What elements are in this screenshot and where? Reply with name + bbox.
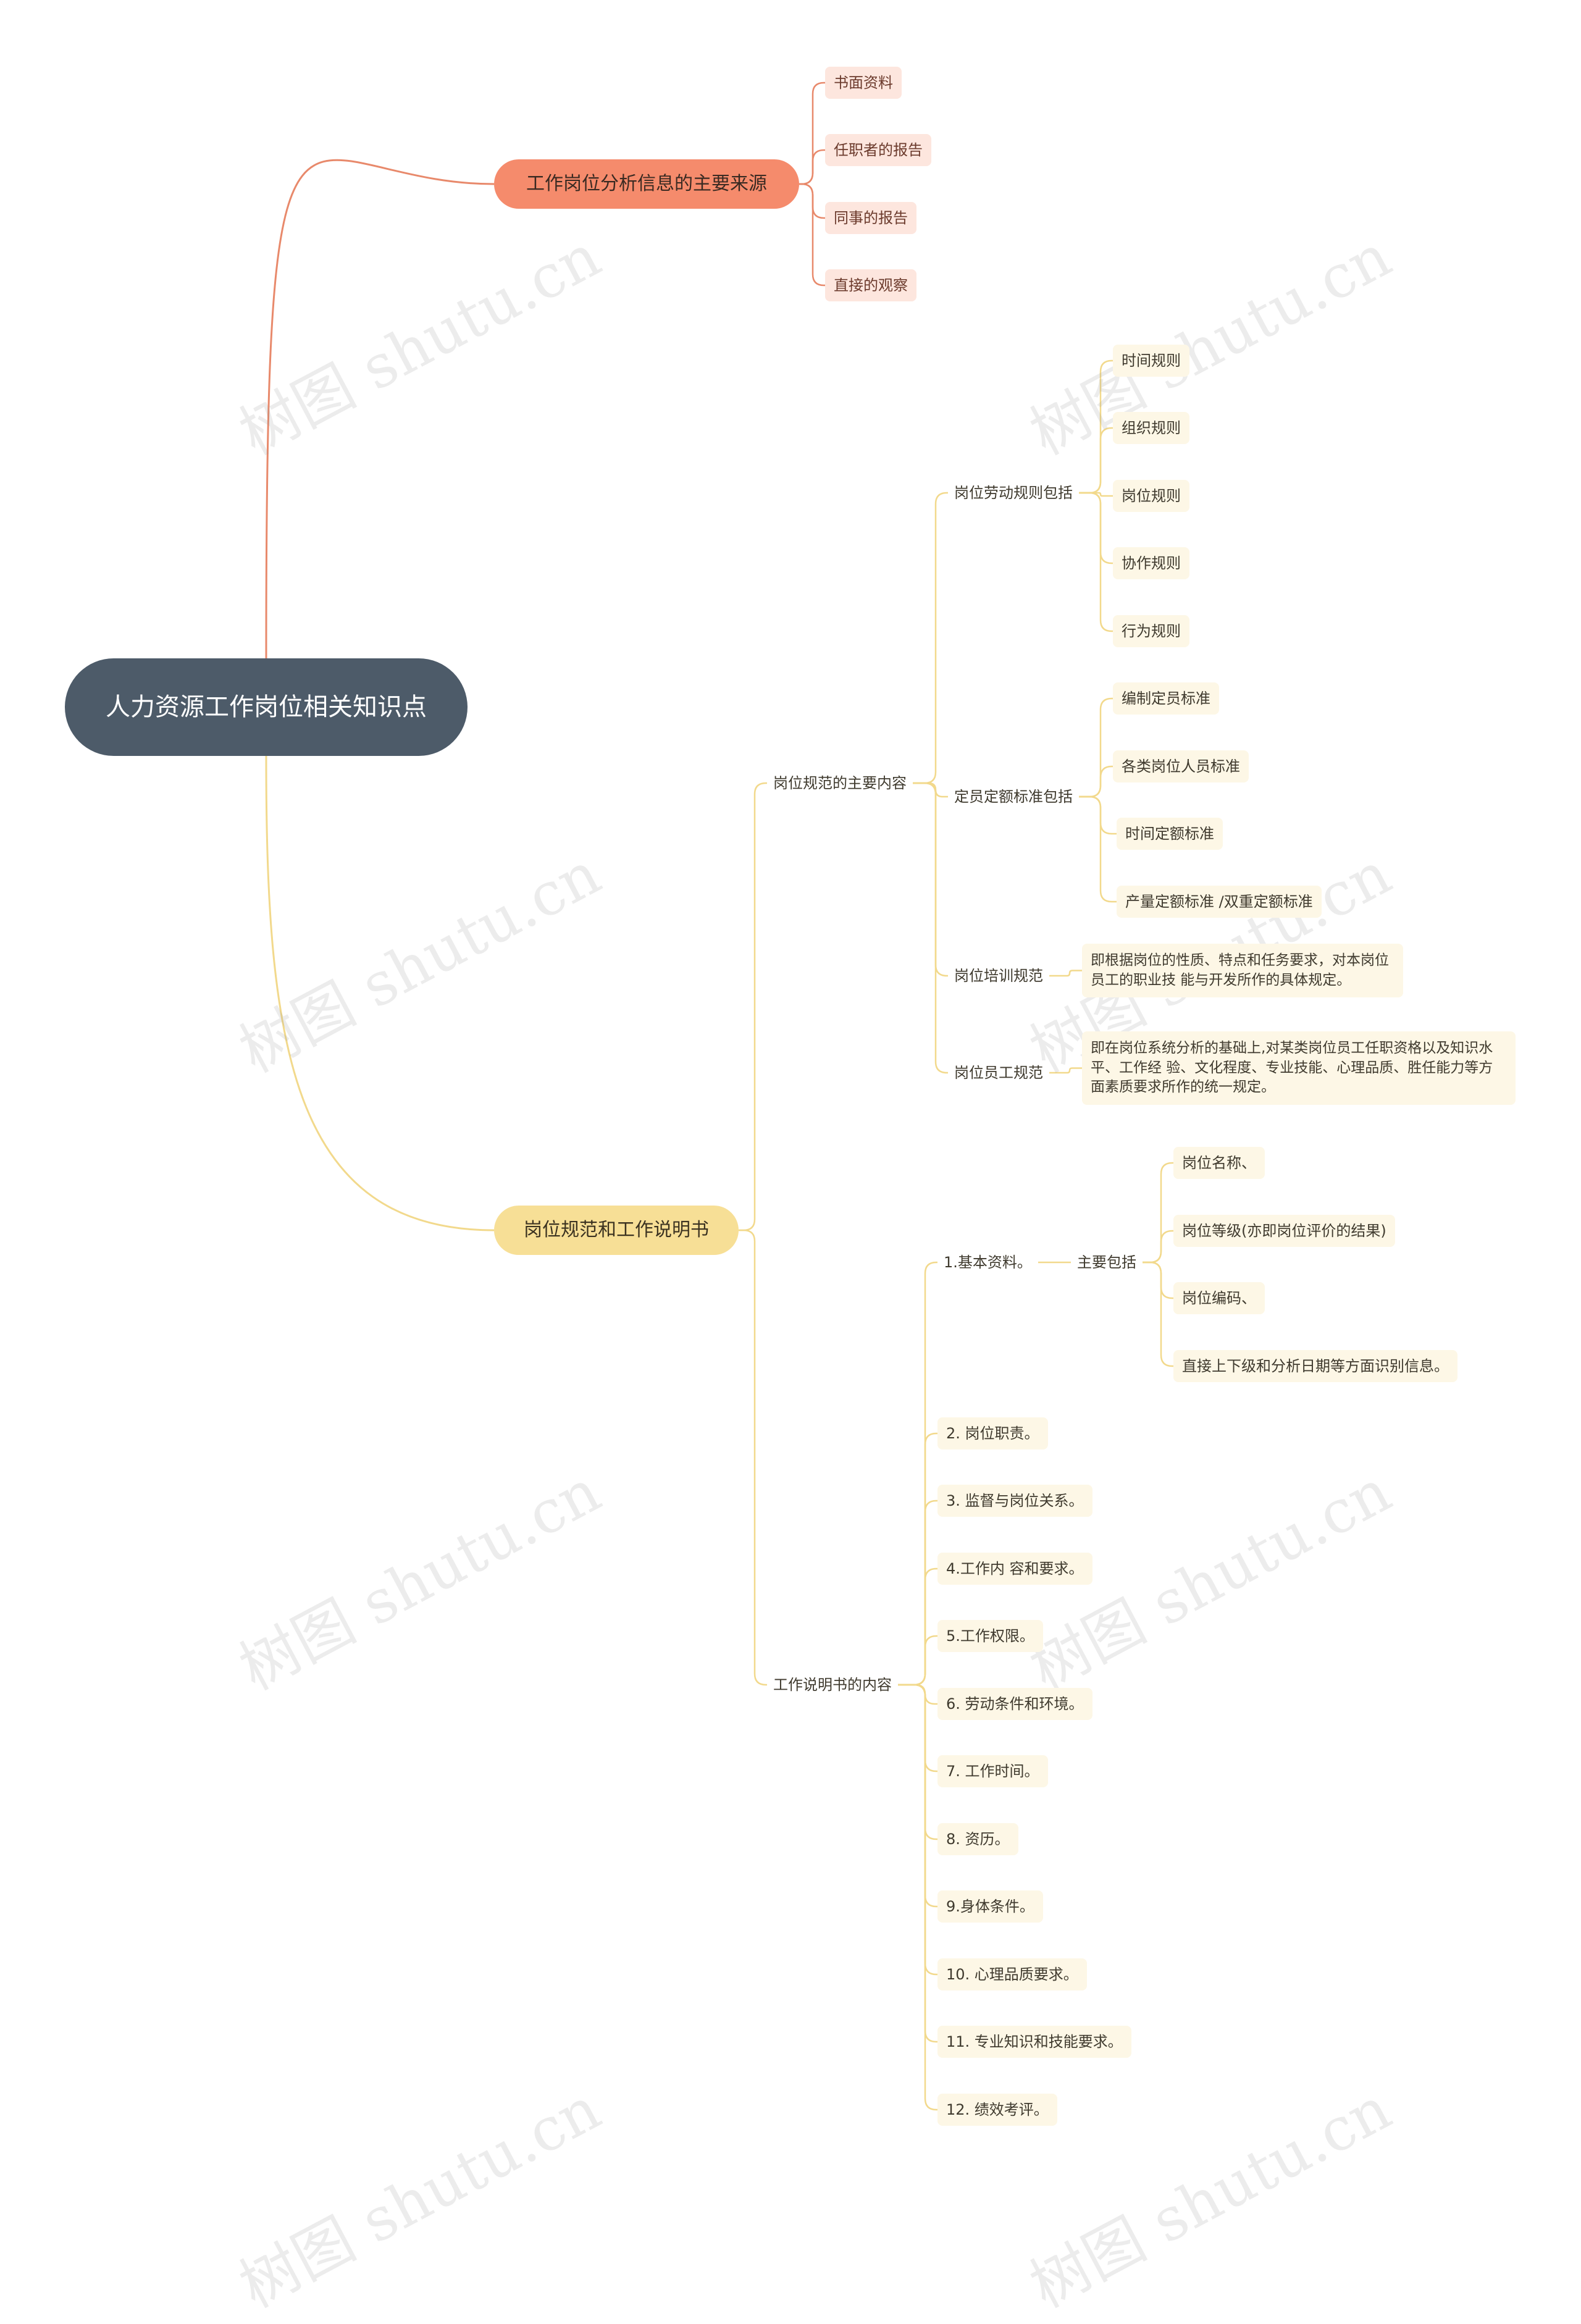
node-labor-rules[interactable]: 岗位劳动规则包括: [948, 480, 1079, 505]
connector-line: [1079, 795, 1117, 903]
root-node[interactable]: 人力资源工作岗位相关知识点: [65, 658, 468, 756]
node-jd-content[interactable]: 工作说明书的内容: [767, 1672, 898, 1697]
node-basic-info[interactable]: 1.基本资料。: [937, 1250, 1038, 1275]
connector-line: [898, 1261, 937, 1686]
leaf-jd-item[interactable]: 9.身体条件。: [937, 1890, 1043, 1923]
leaf-post-grade[interactable]: 岗位等级(亦即岗位评价的结果): [1173, 1215, 1395, 1247]
leaf-coop-rules[interactable]: 协作规则: [1113, 547, 1189, 579]
connector-line: [1143, 1162, 1173, 1264]
connector-line: [1143, 1230, 1173, 1264]
leaf-identification-info[interactable]: 直接上下级和分析日期等方面识别信息。: [1173, 1350, 1457, 1382]
connector-line: [898, 1500, 937, 1686]
connector-line: [898, 1684, 937, 2043]
connector-line: [1079, 492, 1113, 497]
connector-line: [913, 782, 948, 1074]
connector-line: [1079, 795, 1117, 835]
connector-line: [898, 1567, 937, 1686]
connector-line: [1079, 697, 1113, 798]
leaf-jd-item[interactable]: 4.工作内 容和要求。: [937, 1553, 1092, 1585]
leaf-jd-item[interactable]: 11. 专业知识和技能要求。: [937, 2026, 1131, 2058]
leaf-time-quota[interactable]: 时间定额标准: [1117, 818, 1223, 850]
leaf-jd-item[interactable]: 3. 监督与岗位关系。: [937, 1485, 1092, 1517]
connector-line: [1143, 1261, 1173, 1367]
connector-line: [799, 183, 825, 287]
connector-line: [898, 1684, 937, 1976]
leaf-jd-item[interactable]: 6. 劳动条件和环境。: [937, 1688, 1092, 1720]
connector-line: [799, 149, 825, 185]
leaf-colleague-report[interactable]: 同事的报告: [825, 202, 916, 234]
node-spec-main-content[interactable]: 岗位规范的主要内容: [767, 771, 913, 795]
leaf-jd-item[interactable]: 12. 绩效考评。: [937, 2094, 1057, 2126]
leaf-personnel-standard[interactable]: 各类岗位人员标准: [1113, 750, 1249, 782]
branch-info-sources[interactable]: 工作岗位分析信息的主要来源: [494, 159, 799, 209]
connector-line: [898, 1684, 937, 1908]
connector-line: [898, 1432, 937, 1686]
mindmap-canvas: 树图 shutu.cn 树图 shutu.cn 树图 shutu.cn 树图 s…: [65, 67, 1516, 2321]
leaf-output-quota[interactable]: 产量定额标准 /双重定额标准: [1117, 886, 1322, 918]
connector-line: [898, 1684, 937, 1705]
leaf-behavior-rules[interactable]: 行为规则: [1113, 615, 1189, 647]
connector-line: [1079, 492, 1113, 564]
connector-line: [898, 1684, 937, 1772]
connector-line: [1049, 970, 1082, 977]
connector-line: [913, 782, 948, 798]
connector-line: [1079, 427, 1113, 494]
desc-staff-spec: 即在岗位系统分析的基础上,对某类岗位员工任职资格以及知识水平、工作经 验、文化程…: [1082, 1031, 1516, 1105]
node-staff-spec[interactable]: 岗位员工规范: [948, 1060, 1049, 1085]
leaf-jd-item[interactable]: 8. 资历。: [937, 1823, 1018, 1855]
node-training-spec[interactable]: 岗位培训规范: [948, 963, 1049, 988]
connector-line: [739, 782, 767, 1231]
desc-training-spec: 即根据岗位的性质、特点和任务要求，对本岗位员工的职业技 能与开发所作的具体规定。: [1082, 944, 1403, 998]
leaf-jd-item[interactable]: 10. 心理品质要求。: [937, 1958, 1087, 1991]
leaf-jd-item[interactable]: 5.工作权限。: [937, 1620, 1043, 1652]
connector-line: [913, 782, 948, 977]
leaf-jd-item[interactable]: 2. 岗位职责。: [937, 1417, 1048, 1449]
leaf-direct-observation[interactable]: 直接的观察: [825, 269, 916, 301]
leaf-post-code[interactable]: 岗位编码、: [1173, 1282, 1265, 1314]
connector-line: [1143, 1261, 1173, 1299]
branch-spec-and-jd[interactable]: 岗位规范和工作说明书: [494, 1206, 739, 1255]
connector-line: [1049, 1067, 1082, 1074]
node-includes[interactable]: 主要包括: [1071, 1250, 1143, 1275]
leaf-post-rules[interactable]: 岗位规则: [1113, 480, 1189, 512]
leaf-org-rules[interactable]: 组织规则: [1113, 412, 1189, 444]
connector-line: [898, 1684, 937, 1840]
connector-lines: [265, 82, 1173, 2111]
node-quota-standards[interactable]: 定员定额标准包括: [948, 784, 1079, 809]
connector-line: [1079, 765, 1113, 798]
leaf-staffing-standard[interactable]: 编制定员标准: [1113, 682, 1219, 715]
leaf-time-rules[interactable]: 时间规则: [1113, 345, 1189, 377]
leaf-incumbent-report[interactable]: 任职者的报告: [825, 134, 931, 166]
connector-line: [898, 1684, 937, 2111]
connector-line: [1079, 359, 1113, 494]
leaf-written-materials[interactable]: 书面资料: [825, 67, 902, 99]
connector-line: [898, 1635, 937, 1686]
connector-line: [1079, 492, 1113, 632]
connector-line: [265, 159, 495, 659]
leaf-post-name[interactable]: 岗位名称、: [1173, 1147, 1265, 1179]
leaf-jd-item[interactable]: 7. 工作时间。: [937, 1755, 1048, 1787]
connector-line: [913, 492, 948, 784]
connector-line: [739, 1229, 767, 1686]
connector-line: [265, 755, 495, 1231]
